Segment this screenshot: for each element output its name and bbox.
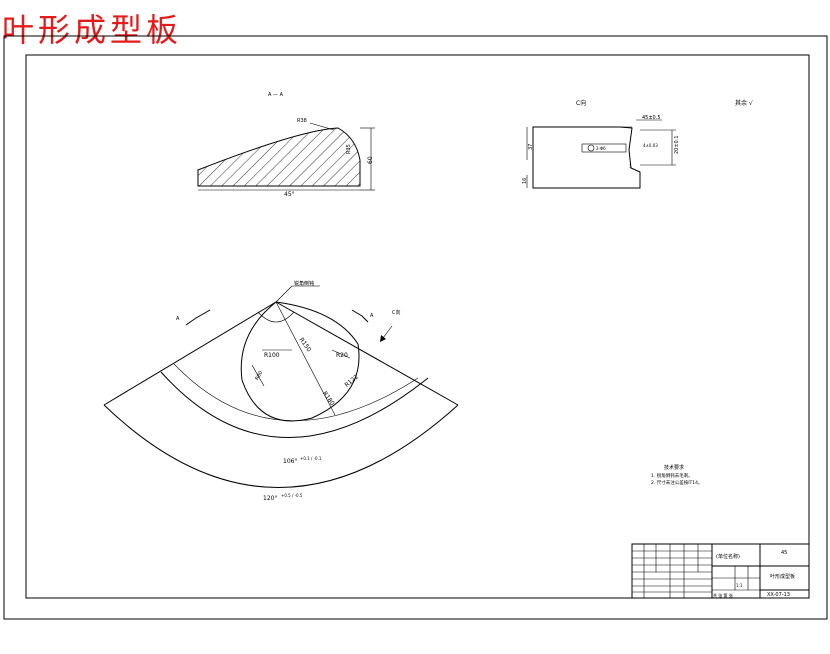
roughness-note: 其余 √ [735,99,753,107]
detail-slot-dim: 4±0.03 [643,143,658,148]
height-dim: 60 [367,156,374,164]
slot-feature [581,143,627,153]
detail-outline [532,126,641,189]
dim-r180: R180 [321,390,336,407]
tech-note-2: 2. 尺寸未注公差按IT14。 [651,479,703,486]
detail-left-dim-a: 37 [528,144,534,150]
detail-left-dim-b: 16 [522,178,528,184]
detail-hole-dim: 2-Φ6 [596,146,606,151]
section-label: A — A [268,92,284,98]
detail-right-dim: 20±0.1 [674,135,680,154]
scale: 1:1 [736,583,743,588]
callout-note: 锐角倒钝 [294,280,314,287]
section-mark-left: A [176,316,180,322]
drawing-number: XX-07-13 [767,592,790,598]
dim-r80: R80 [254,370,264,382]
section-top-radius: R38 [297,118,307,124]
angle-inner: 106° [283,458,297,465]
tech-note-1: 1. 锐角倒钝去毛刺。 [651,472,693,479]
page-title: 叶形成型板 [2,11,183,49]
sheet-info: 共 张 第 张 [713,592,733,598]
outer-arc [103,404,459,488]
part-name: 叶形成型板 [770,573,795,580]
section-profile [197,127,361,187]
tech-notes: 技术要求 1. 锐角倒钝去毛刺。 2. 尺寸未注公差按IT14。 [651,464,703,486]
section-mark-right: A [370,313,374,319]
tech-notes-heading: 技术要求 [664,464,684,471]
section-side-radius: R35 [346,144,352,154]
inner-border [25,54,810,599]
view-mark-c: C向 [392,309,401,316]
inner-arc-2 [173,363,419,421]
dim-r100: R100 [264,352,280,359]
detail-label: C向 [576,99,586,107]
outer-border [3,35,828,620]
detail-top-dim: 45±0.5 [642,115,661,121]
dim-r122: R122 [343,373,360,389]
leaf-profile [240,301,360,422]
section-view: A — A 60 45° R38 R35 [197,92,375,198]
width-dim: 45° [284,191,295,198]
hole-feature [587,144,595,152]
title-block: (单位名称) 45 叶形成型板 XX-07-13 1:1 共 张 第 张 [631,543,810,599]
dim-r150: R150 [298,337,313,354]
angle-outer-tol: +0.5 / -0.5 [281,493,303,498]
angle-outer: 120° [263,495,277,502]
plan-view: R100 R150 R20 R80 R122 R180 锐角倒钝 A A C向 … [103,280,459,502]
dim-r20: R20 [336,352,348,359]
inner-arc-1 [160,371,429,438]
angle-inner-tol: +0.1 / -0.1 [300,456,322,461]
company-name: (单位名称) [716,553,740,560]
detail-small-dim: 1 [629,164,632,170]
material: 45 [781,550,787,556]
detail-view: C向 其余 √ 45±0.5 2-Φ6 4±0.03 20±0.1 37 16 … [522,99,753,189]
